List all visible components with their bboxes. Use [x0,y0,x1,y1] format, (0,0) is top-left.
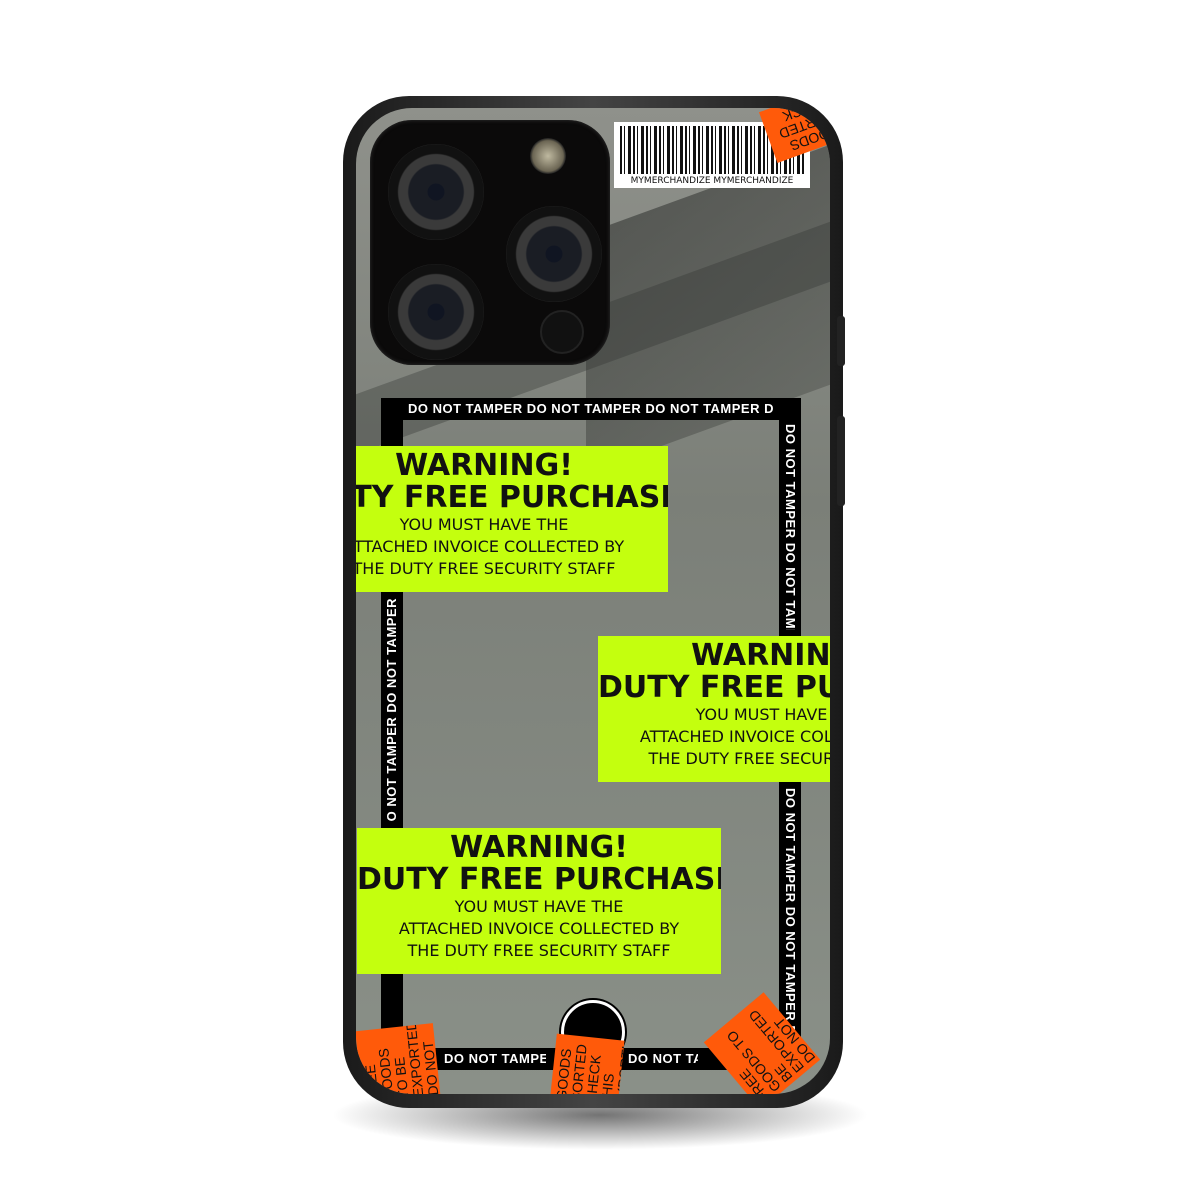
label-line: ATTACHED INVOICE COLLECTED BY [356,537,625,556]
case-back: MYMERCHANDIZE MYMERCHANDIZE DO NOT TAMPE… [356,108,830,1094]
label-line: YOU MUST HAVE THE [695,705,830,724]
camera-lens [388,264,484,360]
orange-sticker: FREE GOODS TO BE EXPORTED DO NOT OPEN BE… [356,1023,441,1094]
tamper-tape-bottom: DO NOT TAMPER DO NOT TAMPER DO NOT TAMPE… [444,1051,546,1066]
tamper-tape-right-2: DO NOT TAMPER DO NOT TAMPER DO NOT TAMPE… [783,788,798,1042]
label-title: WARNING! [691,638,830,673]
label-title: WARNING! [395,448,573,483]
label-subtitle: DUTY FREE PURCHASE [356,480,668,515]
barcode-text: MYMERCHANDIZE MYMERCHANDIZE [630,176,794,186]
camera-lens [506,206,602,302]
side-button [837,316,845,366]
camera-lens [388,144,484,240]
label-subtitle: DUTY FREE PURCHASE [357,862,721,897]
tamper-tape-left: DO NOT TAMPER DO NOT TAMPER DO NOT TAMPE… [381,598,403,822]
tamper-tape-right: DO NOT TAMPER DO NOT TAMPER DO NOT TAMPE… [779,424,801,630]
camera-module [370,120,610,365]
flash [530,138,566,174]
side-button [837,416,845,506]
label-line: ATTACHED INVOICE COLLECTED BY [398,919,680,938]
label-line: THE DUTY FREE SECURITY STAFF [356,559,616,578]
orange-sticker: FREE GOODS TO BE EXPORTED DO NOT OPEN BE… [703,992,821,1094]
orange-sticker: GOODS SORTED CHECK THIS EXPORT! [549,1033,625,1094]
label-line: THE DUTY FREE SECURITY STAFF [648,749,830,768]
sensor [540,310,584,354]
warning-label: WARNING! DUTY FREE PURCHASE YOU MUST HAV… [598,636,830,782]
label-line: YOU MUST HAVE THE [399,515,569,534]
warning-label: WARNING! DUTY FREE PURCHASE YOU MUST HAV… [356,446,668,592]
label-title: WARNING! [450,830,628,865]
label-line: YOU MUST HAVE THE [454,897,624,916]
label-subtitle: DUTY FREE PURCHASE [598,670,830,705]
tamper-tape-top: DO NOT TAMPER DO NOT TAMPER DO NOT TAMPE… [408,401,774,416]
label-line: ATTACHED INVOICE COLLECTED BY [639,727,830,746]
tamper-tape-top-bar [381,398,801,420]
tamper-tape-bottom-2: DO NOT TAMPER DO NOT TAMPER DO NOT TAMPE… [628,1051,698,1066]
warning-label: WARNING! DUTY FREE PURCHASE YOU MUST HAV… [357,828,721,974]
label-line: THE DUTY FREE SECURITY STAFF [407,941,671,960]
